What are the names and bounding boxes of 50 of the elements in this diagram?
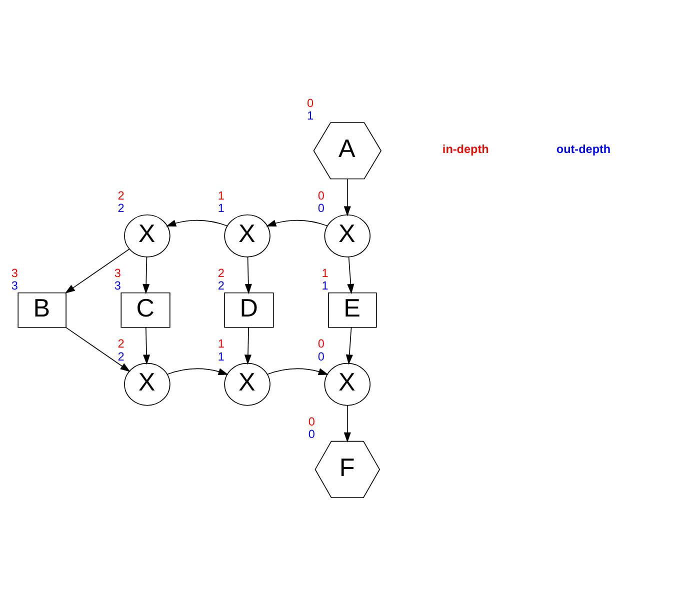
node-label: 2: [218, 280, 224, 293]
arrow: [347, 256, 354, 294]
legend-label: out-depth: [556, 143, 611, 156]
node-circle: X: [224, 362, 270, 406]
arrow: [166, 220, 228, 227]
node-box: E: [328, 292, 377, 328]
arrow: [344, 178, 351, 216]
node-label: 1: [322, 280, 328, 293]
legend-label: in-depth: [442, 143, 489, 156]
arrow: [346, 327, 353, 365]
node-label: 2: [118, 350, 124, 364]
arrow: [244, 256, 252, 294]
node-circle: X: [224, 214, 270, 258]
arrow: [266, 220, 328, 227]
node-label: 0: [308, 416, 315, 429]
node-label: 2: [218, 267, 224, 280]
node-circle: X: [324, 214, 371, 258]
node-box: D: [224, 292, 274, 328]
arrow: [266, 368, 329, 375]
arrow: [244, 327, 252, 365]
node-label: 1: [322, 267, 328, 280]
node-label: 2: [118, 189, 124, 202]
node-box: C: [120, 292, 170, 328]
node-label: 1: [218, 202, 224, 215]
node-label: 0: [308, 428, 315, 442]
node-label: 3: [11, 267, 18, 280]
node-box: B: [18, 292, 66, 328]
node-circle: X: [324, 362, 371, 406]
node-label: 2: [118, 338, 124, 351]
node-label: 1: [218, 189, 224, 202]
node-label: 3: [114, 280, 121, 293]
node-label: 0: [318, 350, 324, 364]
arrow: [166, 368, 228, 375]
arrow: [64, 248, 130, 294]
node-label: 3: [114, 267, 121, 280]
arrow: [66, 327, 130, 372]
node-label: 0: [318, 202, 324, 215]
node-circle: X: [124, 214, 170, 258]
node-label: 2: [118, 202, 124, 215]
node-label: 1: [307, 109, 314, 122]
node-label: 3: [11, 280, 18, 293]
node-circle: X: [124, 362, 170, 406]
node-label: 0: [318, 338, 324, 351]
node-label: 1: [218, 338, 224, 351]
node-label: 0: [318, 189, 324, 202]
arrow: [142, 256, 150, 294]
node-label: 1: [218, 350, 224, 364]
node-label: 0: [307, 96, 314, 110]
arrow: [344, 404, 351, 443]
arrow: [143, 327, 150, 365]
